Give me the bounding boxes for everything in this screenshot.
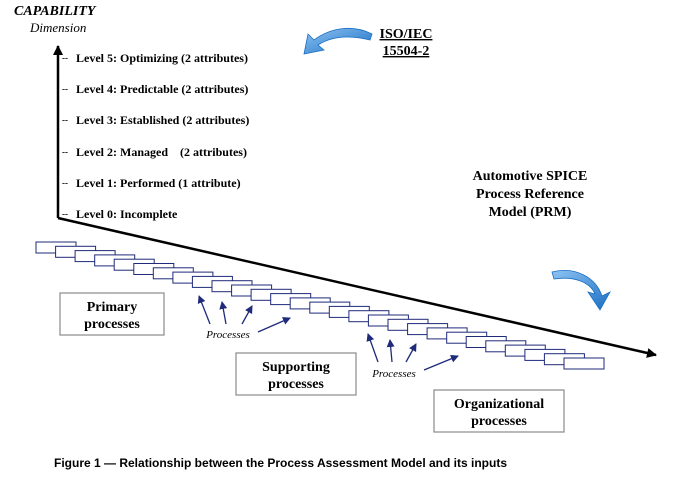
processes-pointer-1: Processes bbox=[197, 295, 291, 341]
level-1: -- Level 1: Performed (1 attribute) bbox=[62, 176, 241, 190]
level-5: -- Level 5: Optimizing (2 attributes) bbox=[62, 51, 248, 65]
figure-caption: Figure 1 — Relationship between the Proc… bbox=[54, 456, 507, 470]
level-prefix: -- bbox=[62, 147, 68, 157]
level-5-label: Level 5: Optimizing (2 attributes) bbox=[76, 51, 248, 65]
process-axis-line bbox=[57, 216, 657, 358]
iso-standard-reference: ISO/IEC 15504-2 bbox=[303, 27, 433, 59]
primary-processes-box: Primary processes bbox=[59, 292, 165, 336]
prm-label: Automotive SPICE Process Reference Model… bbox=[473, 169, 588, 220]
level-prefix: -- bbox=[62, 115, 68, 125]
organizational-line2: processes bbox=[471, 414, 527, 429]
level-prefix: -- bbox=[62, 178, 68, 188]
level-0: -- Level 0: Incomplete bbox=[62, 207, 178, 221]
level-prefix: -- bbox=[62, 84, 68, 94]
capability-levels: -- Level 5: Optimizing (2 attributes) --… bbox=[62, 51, 249, 221]
capability-axis-subtitle: Dimension bbox=[29, 20, 86, 35]
processes-label-1: Processes bbox=[205, 329, 250, 341]
level-3: -- Level 3: Established (2 attributes) bbox=[62, 113, 249, 127]
supporting-line2: processes bbox=[268, 377, 324, 392]
processes-label-2: Processes bbox=[371, 368, 416, 380]
pointer-arrow bbox=[386, 339, 395, 363]
pointer-arrow bbox=[219, 301, 228, 325]
level-2-label: Level 2: Managed (2 attributes) bbox=[76, 145, 247, 159]
pointer-arrow bbox=[405, 343, 417, 363]
prm-line2: Process Reference bbox=[476, 187, 584, 202]
supporting-line1: Supporting bbox=[262, 360, 330, 375]
level-prefix: -- bbox=[62, 53, 68, 63]
pointer-arrow bbox=[423, 354, 459, 371]
iso-label-line2: 15504-2 bbox=[383, 44, 430, 59]
organizational-processes-box: Organizational processes bbox=[433, 389, 565, 433]
curved-arrow-left-icon bbox=[303, 28, 373, 55]
level-3-label: Level 3: Established (2 attributes) bbox=[76, 113, 249, 127]
processes-pointer-2: Processes bbox=[366, 333, 459, 380]
prm-line1: Automotive SPICE bbox=[473, 169, 588, 184]
primary-line2: processes bbox=[84, 317, 140, 332]
prm-line3: Model (PRM) bbox=[489, 205, 572, 220]
level-1-label: Level 1: Performed (1 attribute) bbox=[76, 176, 241, 190]
pointer-arrow bbox=[197, 295, 211, 325]
pointer-arrow bbox=[257, 317, 291, 333]
process-box-staircase bbox=[35, 241, 605, 370]
level-4-label: Level 4: Predictable (2 attributes) bbox=[76, 82, 248, 96]
organizational-line1: Organizational bbox=[454, 397, 544, 412]
level-0-label: Level 0: Incomplete bbox=[76, 207, 178, 221]
curved-arrow-down-icon bbox=[551, 270, 611, 311]
iso-label-line1: ISO/IEC bbox=[380, 27, 433, 42]
pointer-arrow bbox=[241, 305, 253, 325]
primary-line1: Primary bbox=[87, 300, 138, 315]
pointer-arrow bbox=[366, 333, 379, 363]
level-prefix: -- bbox=[62, 209, 68, 219]
supporting-processes-box: Supporting processes bbox=[235, 352, 357, 396]
process-box bbox=[563, 357, 605, 370]
capability-axis-title: CAPABILITY bbox=[14, 4, 97, 19]
level-2: -- Level 2: Managed (2 attributes) bbox=[62, 145, 247, 159]
level-4: -- Level 4: Predictable (2 attributes) bbox=[62, 82, 248, 96]
